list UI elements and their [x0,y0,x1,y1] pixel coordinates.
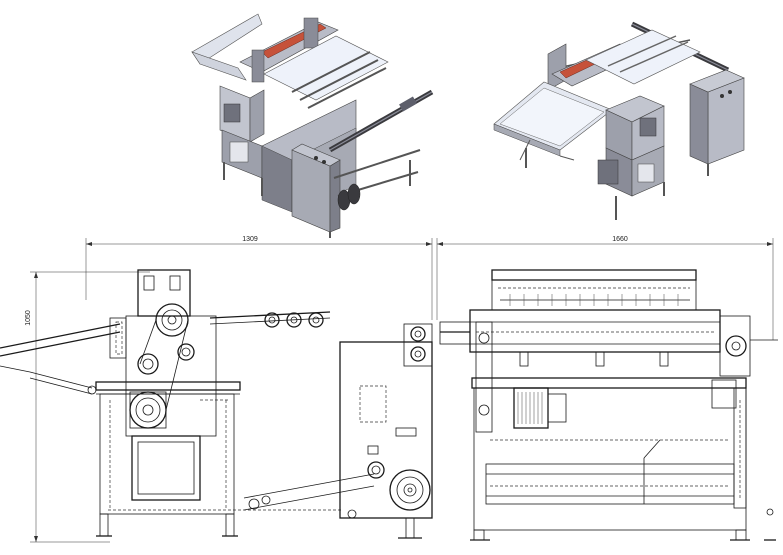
front-view [0,269,433,539]
iso-view-left [191,13,434,238]
dimension-front-width: 1309 [85,236,433,320]
side-view [439,269,778,541]
dimension-side-width: 1660 [436,236,774,340]
front-width-label: 1309 [242,236,258,243]
iso-view-right [493,21,745,220]
height-label: 1050 [25,310,32,326]
dimension-height: 1050 [25,271,150,543]
side-width-label: 1660 [612,236,628,243]
